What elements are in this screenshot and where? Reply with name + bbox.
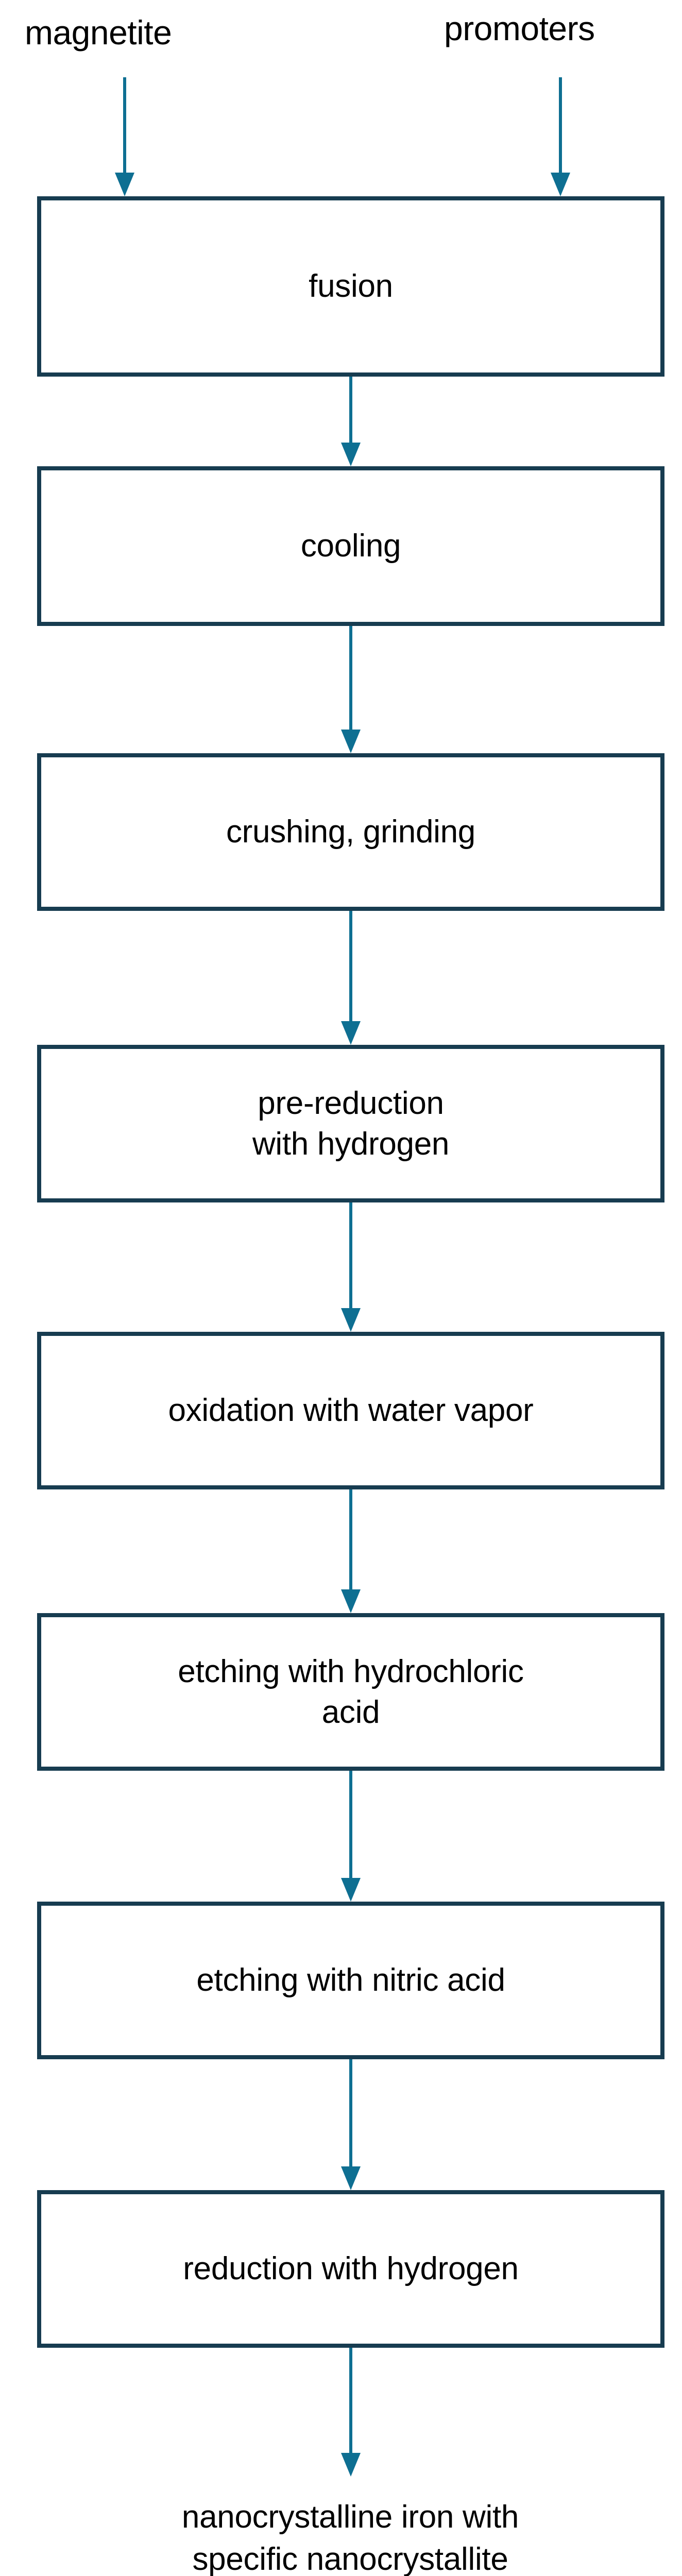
process-box-label: fusion [309,268,393,304]
arrow-head-icon [341,443,361,466]
arrow-shaft [349,1771,352,1878]
input-label-promoters: promoters [444,9,595,47]
arrow-head-icon [551,173,570,196]
arrow-shaft [349,2348,352,2453]
process-box-etching-with-nitric-acid[interactable]: etching with nitric acid [37,1902,664,2059]
arrow-shaft [349,626,352,730]
process-box-crushing-grinding[interactable]: crushing, grinding [37,753,664,911]
process-box-pre-reduction-with-hydrogen[interactable]: pre-reduction with hydrogen [37,1045,664,1202]
arrow-head-icon [341,2166,361,2190]
process-box-label: oxidation with water vapor [168,1393,534,1429]
arrow-shaft [559,77,562,173]
arrow-head-icon [341,1021,361,1045]
process-box-oxidation-with-water-vapor[interactable]: oxidation with water vapor [37,1332,664,1489]
process-box-etching-with-hydrochloric-acid[interactable]: etching with hydrochloric acid [37,1613,664,1771]
arrow-head-icon [341,730,361,753]
arrow-shaft [349,1489,352,1589]
process-box-reduction-with-hydrogen[interactable]: reduction with hydrogen [37,2190,664,2348]
arrow-shaft [349,377,352,443]
arrow-shaft [349,2059,352,2166]
process-box-label: crushing, grinding [226,814,475,850]
arrow-head-icon [341,1878,361,1902]
process-box-label: cooling [300,528,401,564]
process-box-label: etching with nitric acid [196,1962,505,1998]
arrow-shaft [349,911,352,1021]
process-box-label: reduction with hydrogen [183,2251,519,2287]
arrow-head-icon [341,2453,361,2477]
process-box-label: pre-reduction with hydrogen [252,1085,450,1162]
process-box-fusion[interactable]: fusion [37,196,664,377]
arrow-head-icon [341,1589,361,1613]
process-box-label: etching with hydrochloric acid [178,1653,524,1730]
product-output-label: nanocrystalline iron with specific nanoc… [181,2499,519,2576]
input-label-magnetite: magnetite [25,13,172,52]
process-box-cooling[interactable]: cooling [37,466,664,626]
arrow-head-icon [115,173,134,196]
arrow-head-icon [341,1308,361,1332]
arrow-shaft [349,1202,352,1308]
arrow-shaft [123,77,126,173]
